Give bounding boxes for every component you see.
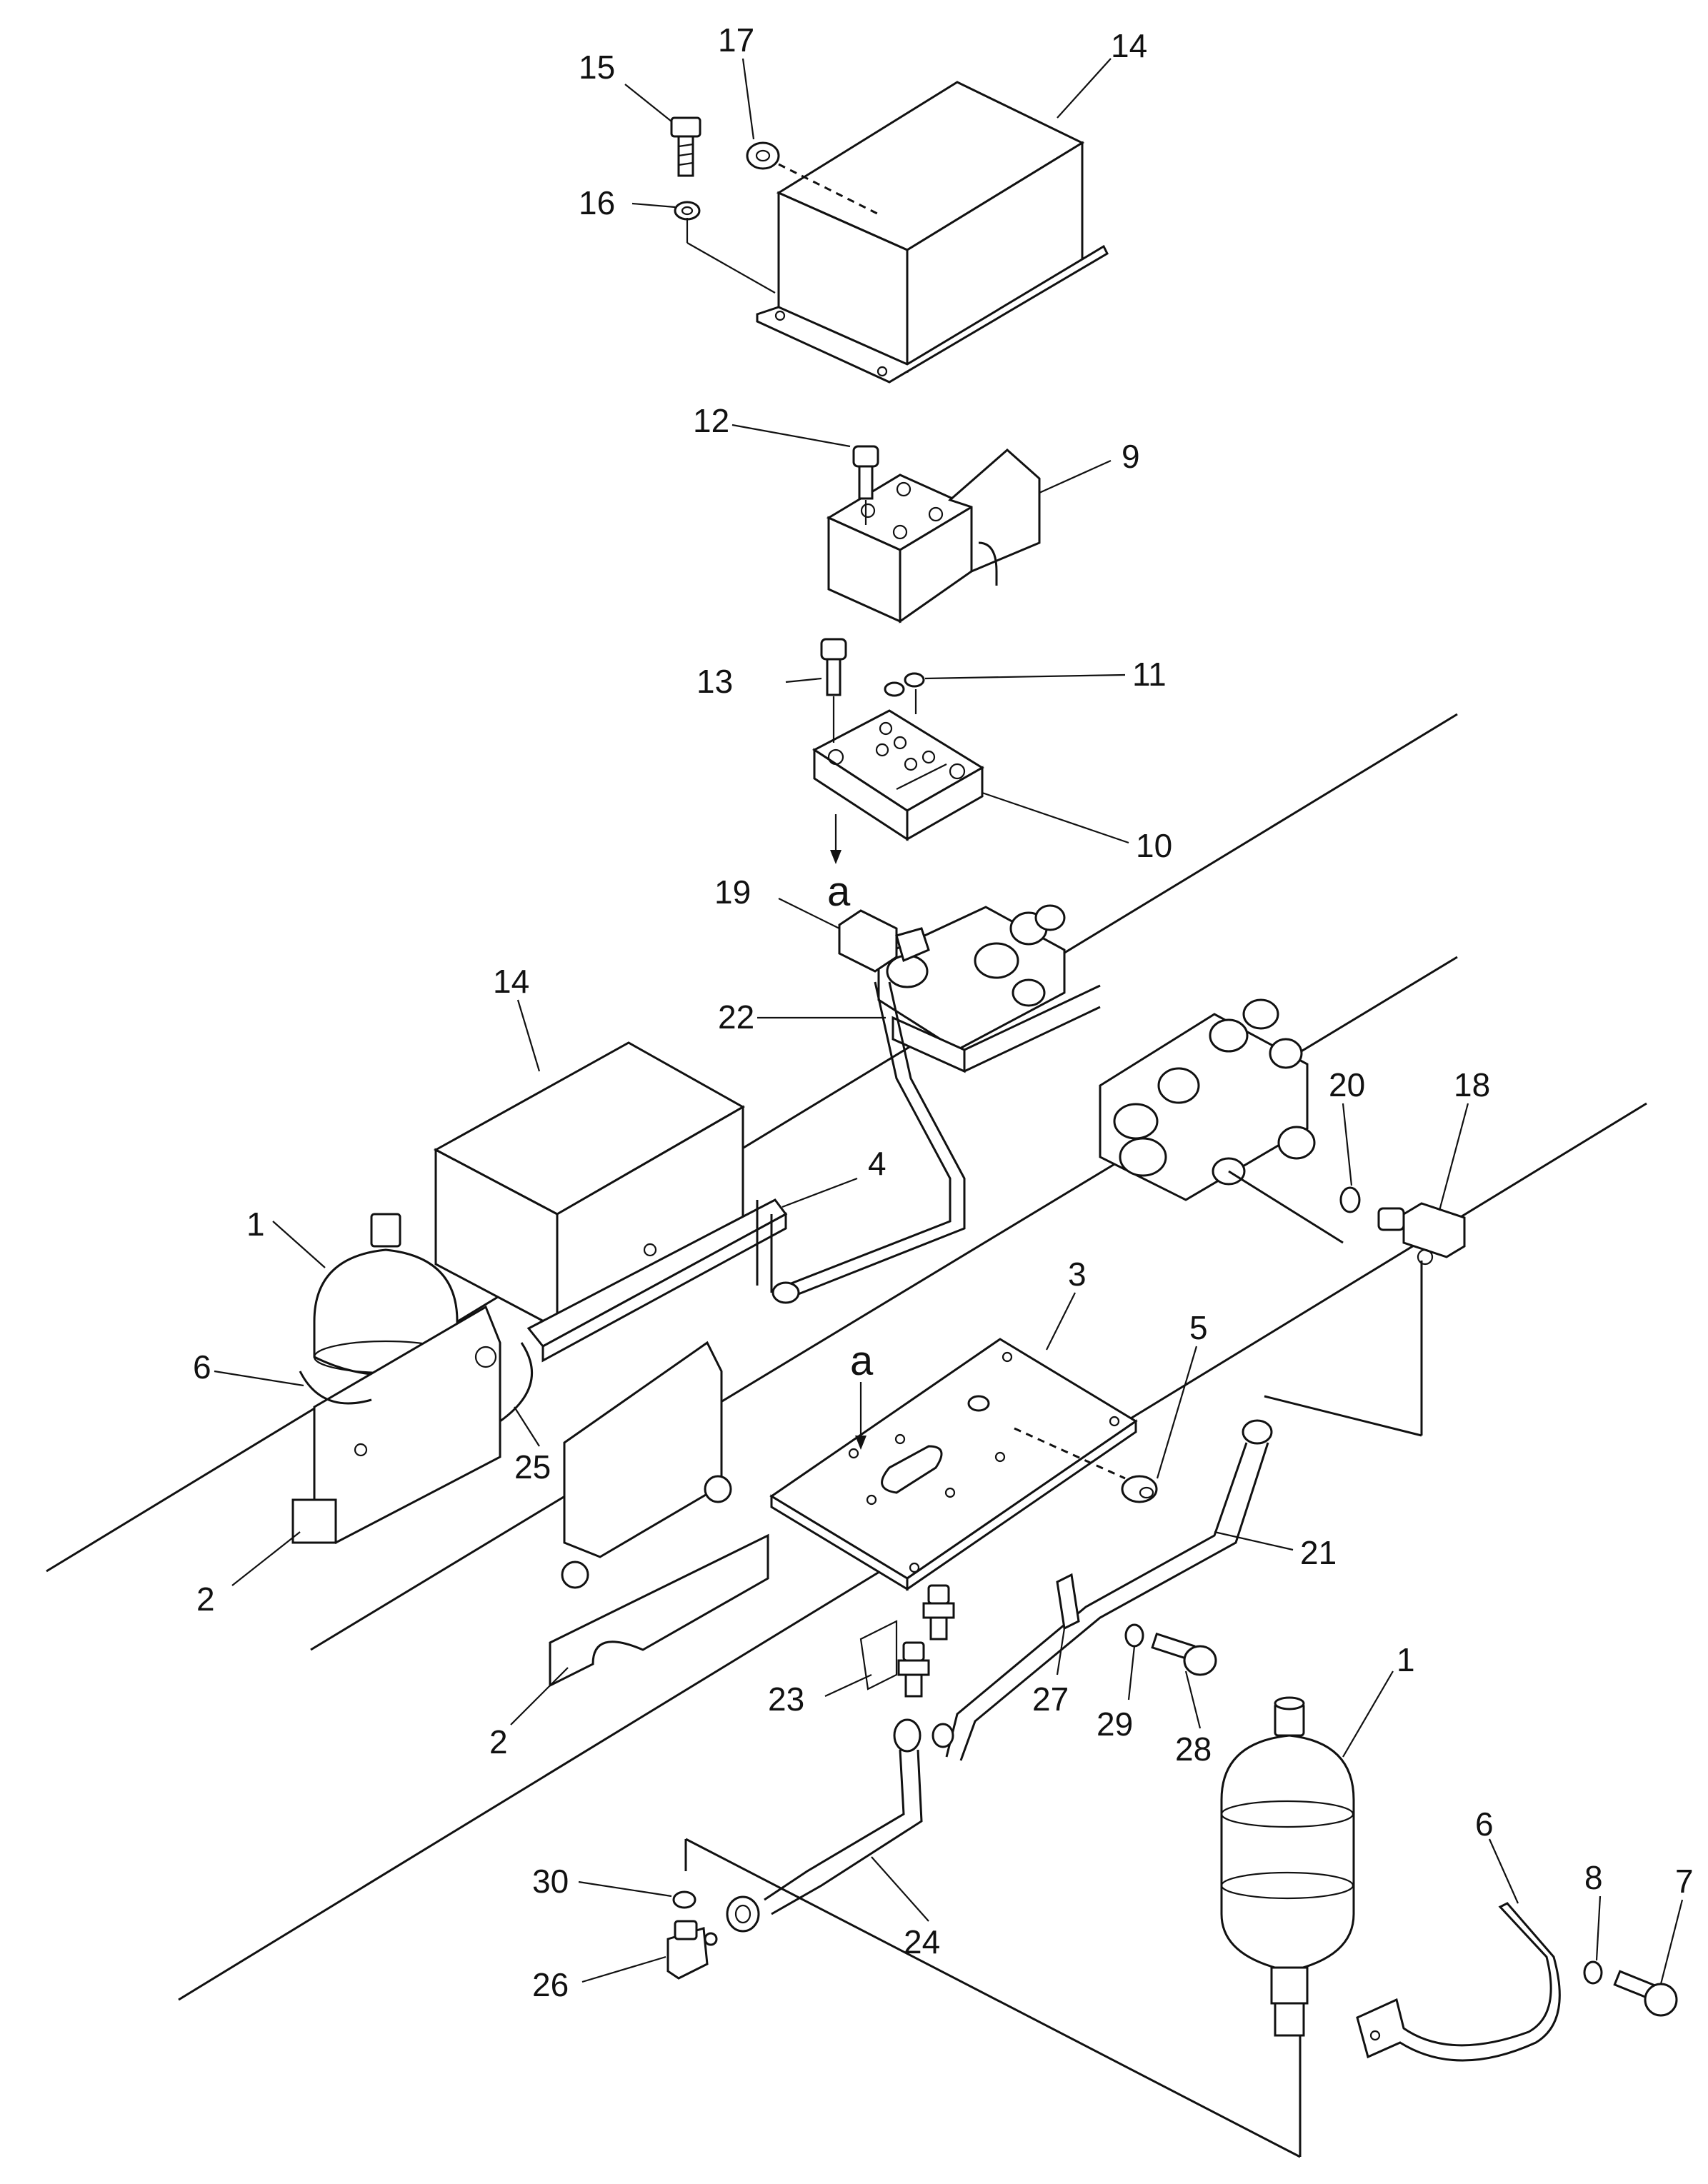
callout-4: 4	[868, 1145, 887, 1182]
screw-13	[820, 638, 847, 743]
o-ring-30	[672, 1890, 696, 1909]
fitting-23-lower	[859, 1620, 930, 1698]
callout-1-right: 1	[1397, 1641, 1415, 1678]
callout-25: 25	[514, 1448, 551, 1486]
o-rings-11	[884, 672, 925, 714]
sub-plate-10	[812, 709, 984, 841]
o-ring-20	[1339, 1186, 1361, 1213]
callout-16: 16	[579, 184, 615, 221]
callout-19: 19	[714, 873, 751, 911]
callout-14-left: 14	[493, 963, 529, 1000]
tube-21	[932, 1419, 1273, 1761]
bolt-15	[670, 116, 701, 177]
callout-18: 18	[1454, 1066, 1490, 1103]
callout-30: 30	[532, 1863, 569, 1900]
valve-body-lower	[1099, 998, 1344, 1244]
callout-5: 5	[1189, 1309, 1208, 1346]
fitting-23-upper	[922, 1584, 955, 1640]
washer-29	[1124, 1623, 1144, 1648]
callout-22: 22	[718, 998, 754, 1036]
washer-8	[1583, 1960, 1603, 1985]
grommet-17	[746, 141, 780, 170]
bracket-2-left	[291, 1305, 501, 1545]
callout-23: 23	[768, 1680, 804, 1718]
clamp-band-6-right	[1356, 1902, 1561, 2062]
pressure-switch-18	[1377, 1202, 1466, 1266]
callout-8: 8	[1584, 1859, 1603, 1896]
callout-20: 20	[1329, 1066, 1365, 1103]
callout-6-left: 6	[193, 1348, 211, 1386]
callout-24: 24	[904, 1923, 940, 1960]
pressure-sensor-19	[838, 909, 930, 973]
callout-2-center: 2	[489, 1723, 508, 1760]
callout-13: 13	[696, 663, 733, 700]
mounting-plate-3	[769, 1338, 1138, 1591]
callout-2-left: 2	[196, 1581, 215, 1618]
reference-arrow-a-plate	[855, 1382, 867, 1450]
callout-27: 27	[1032, 1680, 1069, 1718]
callout-17: 17	[718, 21, 754, 59]
callout-12: 12	[693, 402, 729, 439]
callout-labels: 15 17 14 16 12 9 13 11 10 19 14 22 20 18…	[193, 21, 1694, 2003]
clamp-25	[499, 1342, 533, 1423]
accumulator-1-right	[1220, 1696, 1355, 2037]
elbow-26	[666, 1920, 718, 1980]
solenoid-valve-9	[826, 449, 1041, 623]
callout-21: 21	[1300, 1534, 1337, 1571]
bolt-28	[1151, 1632, 1217, 1676]
reference-mark-a-upper: a	[827, 868, 851, 915]
tube-22	[771, 981, 966, 1304]
left-cover	[433, 1041, 746, 1331]
callout-7: 7	[1675, 1863, 1694, 1900]
bracket-2-center	[549, 1341, 769, 1688]
callout-10: 10	[1136, 827, 1172, 864]
callout-15: 15	[579, 49, 615, 86]
top-cover	[756, 81, 1109, 384]
tube-24	[726, 1718, 923, 1933]
reference-arrow-a	[830, 814, 841, 864]
mounting-angle-4	[526, 1198, 788, 1363]
callout-26: 26	[532, 1966, 569, 2003]
leader-lines	[214, 58, 1684, 1985]
screw-12	[852, 445, 879, 525]
washer-16	[674, 201, 776, 294]
reference-mark-a-plate: a	[850, 1338, 874, 1384]
callout-6-right: 6	[1475, 1805, 1494, 1843]
callout-14-top: 14	[1111, 27, 1147, 64]
clamp-band-6-left	[299, 1371, 372, 1405]
callout-1-left: 1	[246, 1206, 265, 1243]
callout-28: 28	[1175, 1730, 1212, 1768]
callout-29: 29	[1097, 1705, 1133, 1743]
bolt-7	[1613, 1970, 1678, 2017]
spacer-5	[1121, 1475, 1158, 1503]
clip-27	[1056, 1573, 1080, 1631]
callout-3: 3	[1068, 1256, 1087, 1293]
callout-11: 11	[1132, 656, 1167, 693]
callout-9: 9	[1122, 438, 1140, 475]
